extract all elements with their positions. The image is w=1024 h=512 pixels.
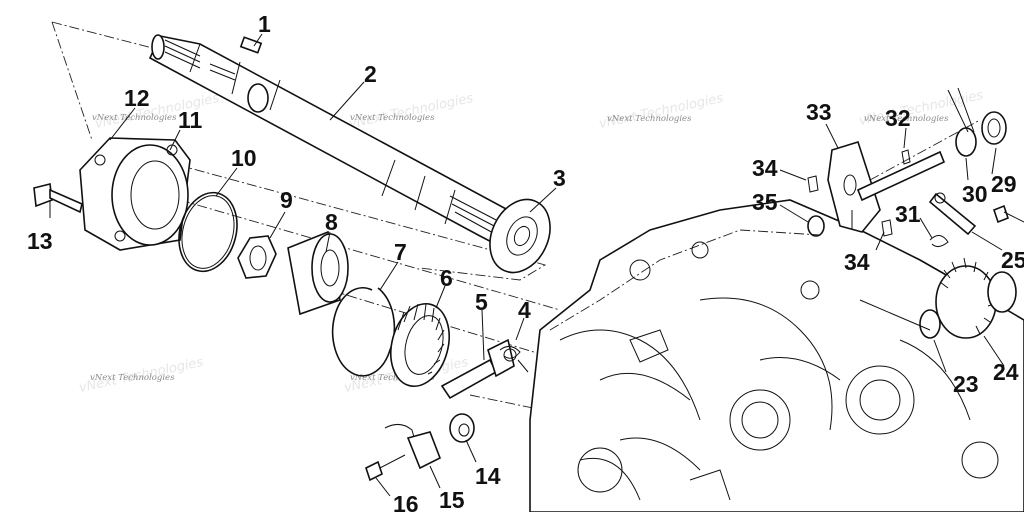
part-6-bevel-gear [390, 302, 450, 388]
part-5-shift-shaft [440, 338, 517, 400]
callout-29: 29 [991, 171, 1017, 197]
watermark-text: vNext Technologies [350, 373, 435, 383]
part-34-spring [807, 175, 819, 193]
callout-10: 10 [231, 145, 257, 171]
callout-30: 30 [962, 181, 988, 207]
watermark-text: vNext Technologies [92, 113, 177, 123]
part-2-shaft [148, 34, 547, 264]
part-14-collar [449, 413, 475, 443]
callout-11: 11 [178, 107, 203, 133]
callout-4: 4 [518, 297, 531, 323]
callout-35: 35 [752, 189, 778, 215]
callout-labels: 1 2 3 4 5 6 7 8 9 10 11 12 13 14 15 16 2… [27, 11, 1024, 512]
callout-7: 7 [394, 239, 407, 265]
part-15-sensor [384, 424, 442, 470]
watermark-text: vNext Technologies [90, 373, 175, 383]
part-30-spring [947, 87, 977, 157]
callout-6: 6 [440, 265, 453, 291]
callout-5: 5 [475, 289, 488, 315]
callout-2: 2 [364, 61, 377, 87]
callout-31: 31 [895, 201, 921, 227]
part-35-washer [807, 215, 825, 237]
callout-3: 3 [553, 165, 566, 191]
callout-16: 16 [393, 491, 419, 512]
callout-25: 25 [1001, 247, 1024, 273]
part-7-snap-ring [331, 287, 396, 377]
part-13-bolt [33, 183, 83, 214]
callout-8: 8 [325, 209, 338, 235]
callout-14: 14 [475, 463, 501, 489]
callout-34: 34 [752, 155, 778, 181]
callout-15: 15 [439, 487, 465, 512]
callout-23: 23 [953, 371, 979, 397]
part-29-seal [981, 111, 1007, 145]
part-8-bearing [287, 230, 349, 316]
watermark-text: vNext Technologies [864, 114, 949, 124]
part-33-bracket [827, 141, 946, 233]
svg-text:vNext Technologies: vNext Technologies [348, 91, 475, 132]
part-11-housing [79, 137, 191, 251]
part-16-screw [365, 454, 406, 482]
callout-9: 9 [280, 187, 293, 213]
part-24-gear [935, 257, 1017, 339]
part-31-lever [928, 192, 977, 248]
part-9-nut [237, 235, 277, 279]
callout-34: 34 [844, 249, 870, 275]
callout-12: 12 [124, 85, 150, 111]
watermark-text: vNext Technologies [607, 114, 692, 124]
part-3-bearing [489, 198, 551, 274]
part-23-washer [919, 309, 941, 339]
callout-24: 24 [993, 359, 1019, 385]
watermark-text: vNext Technologies [350, 113, 435, 123]
part-32-pin [901, 149, 911, 165]
callout-1: 1 [258, 11, 271, 37]
callout-33: 33 [806, 99, 832, 125]
svg-text:vNext Technologies: vNext Technologies [598, 91, 725, 132]
callout-32: 32 [885, 105, 911, 131]
part-4-spring [499, 346, 529, 373]
part-25-bolt [993, 204, 1024, 224]
leader-lines [49, 33, 1005, 497]
crankcase [529, 199, 1024, 512]
part-34-spring [881, 219, 893, 237]
callout-13: 13 [27, 228, 53, 254]
